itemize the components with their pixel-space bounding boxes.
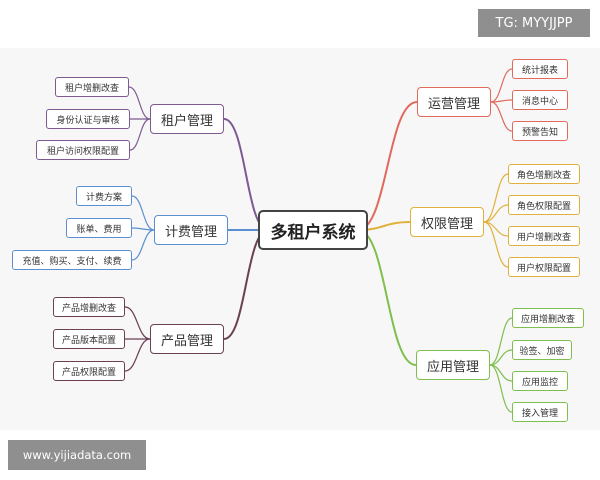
- leaf-user-crud: 用户增删改查: [508, 226, 580, 246]
- leaf-ops-messages: 消息中心: [512, 90, 568, 110]
- leaf-product-crud: 产品增删改查: [53, 297, 125, 317]
- link-leaf-role-crud: [483, 173, 509, 223]
- leaf-role-permission: 角色权限配置: [508, 195, 580, 215]
- link-leaf-ops-alerts: [490, 101, 513, 132]
- leaf-role-crud: 角色增删改查: [508, 164, 580, 184]
- link-leaf-product-permission: [124, 338, 151, 372]
- leaf-product-permission: 产品权限配置: [53, 361, 125, 381]
- link-center-app: [357, 229, 417, 366]
- branch-ops: 运营管理: [417, 87, 491, 117]
- watermark-top: TG: MYYJJPP: [478, 9, 590, 37]
- link-leaf-product-crud: [124, 306, 151, 340]
- watermark-bottom: www.yijiadata.com: [8, 440, 146, 470]
- link-leaf-ops-reports: [490, 68, 513, 103]
- link-leaf-user-permission: [483, 221, 509, 268]
- branch-product: 产品管理: [150, 324, 224, 354]
- branch-app: 应用管理: [416, 350, 490, 380]
- leaf-tenant-access: 租户访问权限配置: [36, 140, 130, 160]
- leaf-app-signing: 验签、加密: [512, 340, 572, 360]
- mindmap-canvas: 多租户系统 租户管理 租户增删改查 身份认证与审核 租户访问权限配置 计费管理 …: [0, 48, 600, 430]
- leaf-billing-plan: 计费方案: [76, 186, 132, 206]
- connector-lines: [124, 68, 513, 413]
- link-leaf-tenant-crud: [128, 86, 151, 120]
- link-center-ops: [357, 101, 418, 231]
- link-leaf-billing-plan: [131, 195, 155, 231]
- branch-tenant: 租户管理: [150, 104, 224, 134]
- branch-billing: 计费管理: [154, 215, 228, 245]
- leaf-app-access: 接入管理: [512, 402, 568, 422]
- leaf-billing-bill: 账单、费用: [66, 218, 132, 238]
- leaf-ops-reports: 统计报表: [512, 59, 568, 79]
- leaf-billing-payment: 充值、购买、支付、续费: [12, 250, 132, 270]
- leaf-product-version: 产品版本配置: [53, 329, 125, 349]
- link-leaf-app-signing: [489, 349, 513, 366]
- leaf-ops-alerts: 预警告知: [512, 121, 568, 141]
- leaf-app-monitoring: 应用监控: [512, 371, 568, 391]
- center-node: 多租户系统: [258, 210, 368, 250]
- leaf-tenant-crud: 租户增删改查: [55, 77, 129, 97]
- link-leaf-role-permission: [483, 204, 509, 223]
- link-leaf-billing-payment: [131, 229, 155, 261]
- leaf-app-crud: 应用增删改查: [512, 308, 584, 328]
- link-leaf-app-crud: [489, 317, 513, 366]
- branch-permission: 权限管理: [410, 207, 484, 237]
- leaf-user-permission: 用户权限配置: [508, 257, 580, 277]
- link-leaf-app-access: [489, 364, 513, 413]
- link-leaf-tenant-access: [129, 118, 151, 151]
- leaf-tenant-auth: 身份认证与审核: [46, 109, 130, 129]
